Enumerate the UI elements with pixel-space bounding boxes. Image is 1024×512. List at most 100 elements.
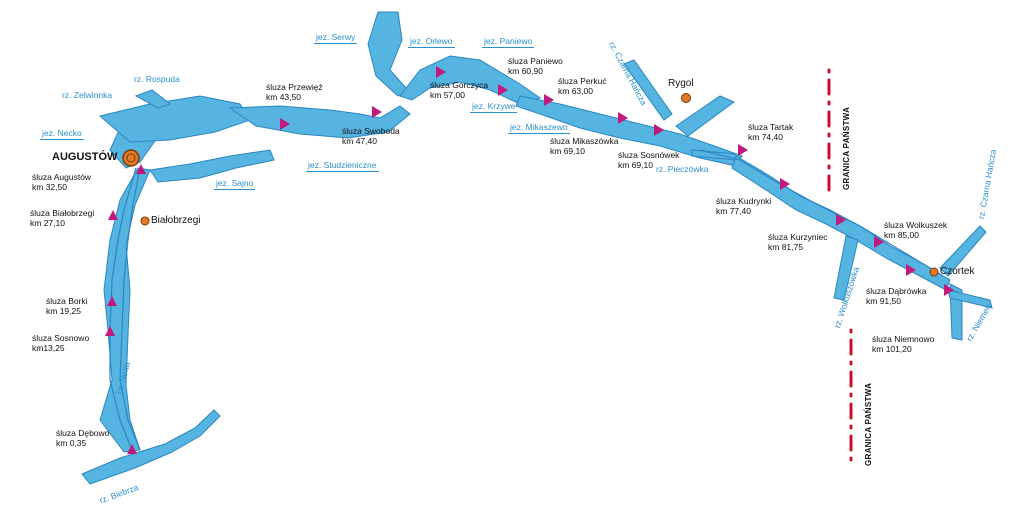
- town-label-czortek: Czortek: [940, 266, 975, 277]
- river-czarna-hancza-right: [939, 225, 987, 277]
- border-label-north: GRANICA PAŃSTWA: [842, 106, 851, 190]
- lake-bialoe: [98, 95, 251, 143]
- lock-name: śluza Tartak: [748, 122, 794, 132]
- lake-studzieniczne: [228, 105, 411, 139]
- lake-rospuda: [134, 89, 172, 109]
- lock-marker-paniewo: [498, 84, 508, 96]
- lock-name: śluza Augustów: [32, 172, 92, 182]
- lock-name: śluza Gorczyca: [430, 80, 489, 90]
- lake-label-paniewo: jez. Paniewo: [482, 36, 535, 48]
- lock-name: śluza Dąbrówka: [866, 286, 927, 296]
- lake-label-serwy: jez. Serwy: [314, 32, 358, 44]
- river-wolkuszowka: [833, 235, 859, 301]
- lock-marker-tartak: [738, 144, 748, 156]
- lock-km: km 81,75: [768, 242, 803, 252]
- lock-km: km 60,90: [508, 66, 543, 76]
- lock-marker-dabrowka: [906, 264, 916, 276]
- lock-km: km 27,10: [30, 218, 65, 228]
- river-niemen-out: [947, 289, 993, 309]
- lock-km: km 43,50: [266, 92, 301, 102]
- lock-km: km 101,20: [872, 344, 912, 354]
- lock-name: śluza Kudrynki: [716, 196, 772, 206]
- canal-lines: [109, 149, 941, 451]
- lock-name: śluza Perkuć: [558, 76, 607, 86]
- lock-name: śluza Niemnowo: [872, 334, 935, 344]
- lock-marker-debowo: [127, 444, 137, 454]
- river-czarna-hancza-top: [623, 59, 673, 121]
- river-label-rospuda: rz. Rospuda: [134, 74, 180, 84]
- lock-km: km13,25: [32, 343, 65, 353]
- lock-name: śluza Dębowo: [56, 428, 110, 438]
- lock-km: km 85,00: [884, 230, 919, 240]
- water-bodies: [81, 11, 993, 485]
- lake-label-krzywe: jez. Krzywe: [470, 101, 518, 113]
- lock-km: km 47,40: [342, 136, 377, 146]
- locks: [105, 66, 954, 454]
- lake-sajno: [149, 149, 275, 183]
- lock-marker-gorczyca: [436, 66, 446, 78]
- lock-marker-sosnowo: [105, 326, 115, 336]
- lock-marker-augustow: [136, 164, 146, 174]
- lock-marker-mikaszowka: [618, 112, 628, 124]
- town-marker-bialobrzegi: [140, 216, 150, 226]
- lock-name: śluza Sosnowo: [32, 333, 90, 343]
- river-label-zelwionka: rz. Zelwionka: [62, 90, 113, 100]
- lock-km: km 91,50: [866, 296, 901, 306]
- town-label-augustow: AUGUSTÓW: [52, 151, 118, 163]
- lake-label-mikaszewo: jez. Mikaszewo: [508, 122, 570, 134]
- lock-name: śluza Swoboda: [342, 126, 400, 136]
- lock-name: śluza Paniewo: [508, 56, 563, 66]
- lock-marker-sosnowek: [654, 124, 664, 136]
- lake-label-studzieniczne: jez. Studzieniczne: [306, 160, 379, 172]
- lock-marker-kurzyniec: [836, 214, 846, 226]
- river-label-pieczowka: rz. Pieczówka: [656, 164, 709, 174]
- netta-channel: [99, 167, 151, 453]
- town-label-bialobrzegi: Białobrzegi: [151, 215, 201, 226]
- town-marker-czortek: [929, 267, 939, 277]
- lock-km: km 74,40: [748, 132, 783, 142]
- biebrza-river: [81, 409, 221, 485]
- lock-km: km 69,10: [618, 160, 653, 170]
- lock-km: km 77,40: [716, 206, 751, 216]
- lock-marker-bialobrzegi: [108, 210, 118, 220]
- lock-name: śluza Mikaszówka: [550, 136, 619, 146]
- lock-km: km 63,00: [558, 86, 593, 96]
- town-marker-augustow: [122, 149, 140, 167]
- lock-km: km 69,10: [550, 146, 585, 156]
- lake-orlewo: [399, 55, 542, 105]
- lock-marker-przewiez: [280, 118, 290, 130]
- lock-marker-borki: [107, 296, 117, 306]
- lock-km: km 0,35: [56, 438, 87, 448]
- lock-name: śluza Wolkuszek: [884, 220, 948, 230]
- lock-name: śluza Sosnówek: [618, 150, 680, 160]
- town-label-rygol: Rygol: [668, 78, 694, 89]
- lock-name: śluza Białobrzegi: [30, 208, 95, 218]
- lake-label-sajno: jez. Sajno: [214, 178, 256, 190]
- lake-serwy: [367, 11, 409, 97]
- lock-marker-swoboda: [372, 106, 382, 118]
- lock-name: śluza Przewięź: [266, 82, 323, 92]
- lock-name: śluza Borki: [46, 296, 88, 306]
- lock-marker-kudrynki: [780, 178, 790, 190]
- town-marker-rygol: [681, 93, 691, 103]
- border-label-south: GRANICA PAŃSTWA: [864, 382, 873, 466]
